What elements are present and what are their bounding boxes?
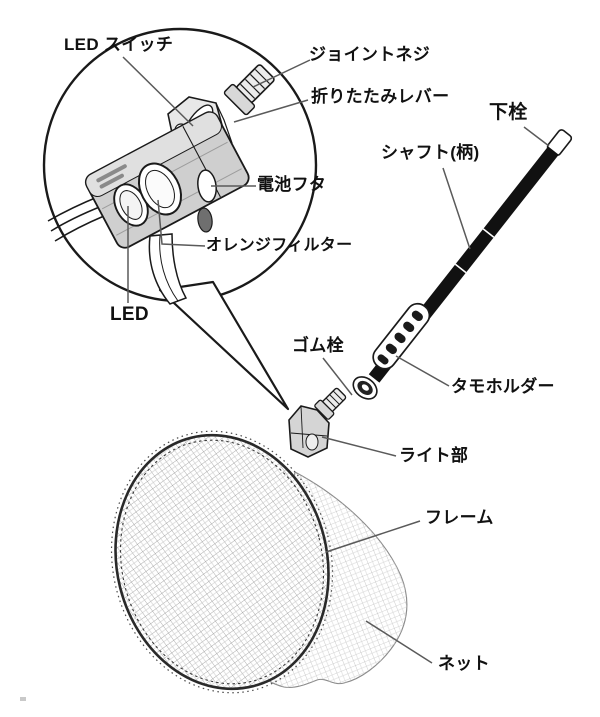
leader-shaft	[442, 167, 471, 250]
label-folding-lever: 折りたたみレバー	[311, 87, 450, 106]
net-frame	[110, 430, 334, 694]
label-tamo-holder: タモホルダー	[451, 377, 555, 396]
tamo-holder-part	[372, 302, 431, 370]
leader-tamo-holder	[395, 355, 450, 387]
leader-joint-screw	[252, 59, 311, 88]
inset-pointer	[158, 280, 290, 411]
label-joint-screw: ジョイントネジ	[309, 45, 431, 64]
label-rubber-plug: ゴム栓	[292, 336, 344, 355]
label-light-unit: ライト部	[399, 446, 469, 465]
light-head-illustration	[47, 64, 275, 305]
shaft-group	[352, 129, 573, 400]
label-battery-cover: 電池フタ	[257, 175, 327, 194]
shaft-joint	[482, 228, 495, 238]
light-unit-part	[288, 387, 347, 458]
label-led: LED	[110, 304, 149, 325]
label-shaft: シャフト(柄)	[381, 143, 480, 162]
rubber-plug-part	[352, 376, 378, 400]
label-bottom-plug: 下栓	[489, 102, 528, 123]
shaft-joint	[454, 263, 467, 274]
label-led-switch: LED スイッチ	[64, 35, 174, 54]
scan-artifact	[20, 697, 26, 701]
leader-folding-lever	[233, 99, 309, 123]
leader-rubber-plug	[322, 357, 353, 396]
label-net: ネット	[438, 654, 490, 673]
leader-frame	[325, 520, 421, 553]
leader-orange-filter	[157, 199, 206, 247]
label-orange-filter: オレンジフィルター	[206, 237, 353, 254]
leader-bottom-plug	[523, 126, 550, 147]
leader-led-switch	[122, 56, 194, 127]
leader-net	[365, 620, 433, 664]
leader-light-unit	[321, 436, 397, 457]
label-frame: フレーム	[425, 508, 494, 527]
